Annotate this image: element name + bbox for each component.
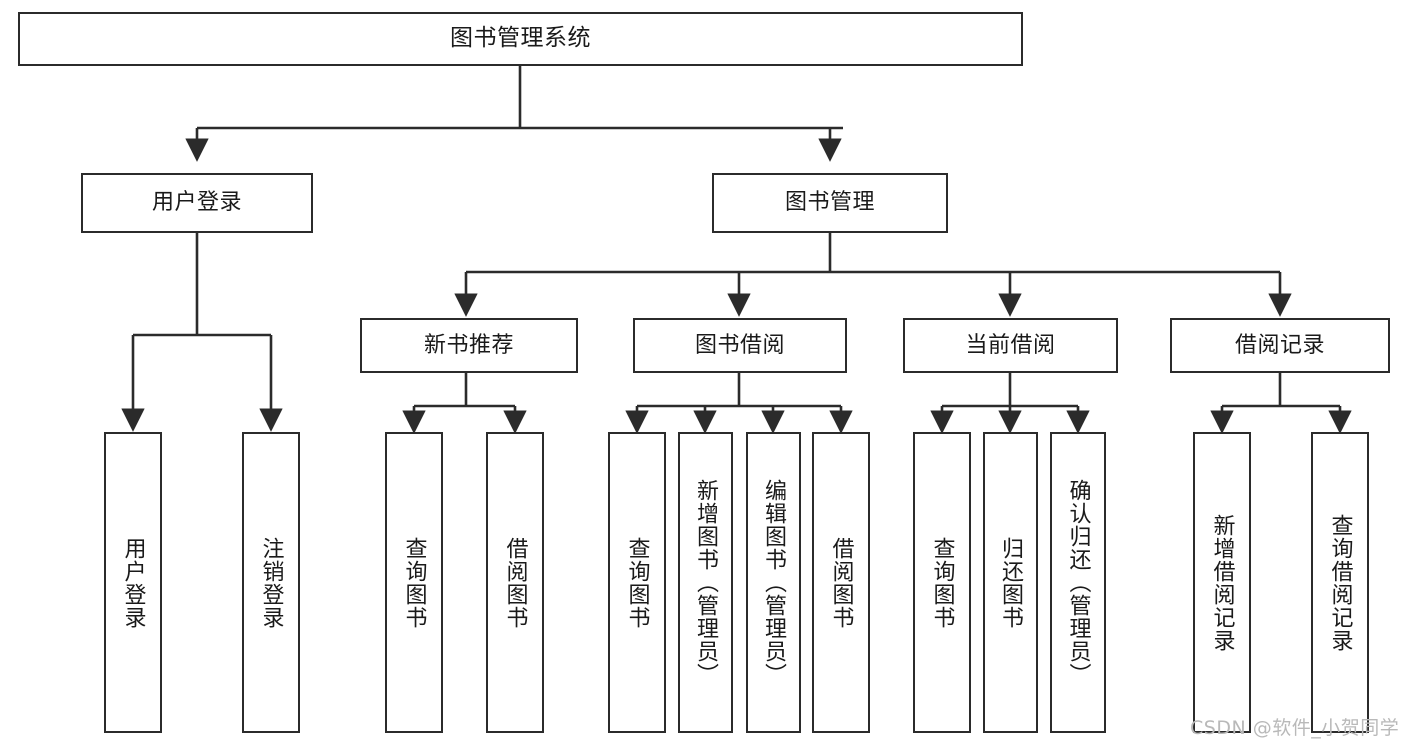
node-label: 编辑图书（管理员） <box>761 479 787 686</box>
node-book-borrow[interactable]: 图书借阅 <box>633 318 847 373</box>
leaf-query-book-recommend[interactable]: 查询图书 <box>385 432 443 733</box>
node-current-borrow[interactable]: 当前借阅 <box>903 318 1118 373</box>
node-root-system[interactable]: 图书管理系统 <box>18 12 1023 66</box>
node-label: 查询图书 <box>401 536 427 629</box>
leaf-add-book-admin[interactable]: 新增图书（管理员） <box>678 432 733 733</box>
node-label: 用户登录 <box>120 536 146 629</box>
node-label: 新书推荐 <box>423 332 514 358</box>
node-label: 借阅图书 <box>828 536 854 629</box>
node-label: 新增图书（管理员） <box>693 479 719 686</box>
node-label: 图书管理系统 <box>450 25 591 52</box>
node-label: 确认归还（管理员） <box>1065 479 1091 686</box>
leaf-logout[interactable]: 注销登录 <box>242 432 300 733</box>
node-label: 归还图书 <box>998 536 1024 629</box>
node-book-management[interactable]: 图书管理 <box>712 173 948 233</box>
leaf-borrow-book[interactable]: 借阅图书 <box>812 432 870 733</box>
node-label: 图书借阅 <box>694 332 785 358</box>
node-borrow-record[interactable]: 借阅记录 <box>1170 318 1390 373</box>
leaf-edit-book-admin[interactable]: 编辑图书（管理员） <box>746 432 801 733</box>
node-label: 注销登录 <box>258 536 284 629</box>
node-user-login[interactable]: 用户登录 <box>81 173 313 233</box>
node-label: 查询借阅记录 <box>1327 513 1353 652</box>
leaf-add-borrow-record[interactable]: 新增借阅记录 <box>1193 432 1251 733</box>
watermark: CSDN @软件_小贺同学 <box>1190 717 1400 739</box>
leaf-query-book-borrow[interactable]: 查询图书 <box>608 432 666 733</box>
leaf-query-book-current[interactable]: 查询图书 <box>913 432 971 733</box>
node-label: 图书管理 <box>784 190 875 216</box>
leaf-user-login[interactable]: 用户登录 <box>104 432 162 733</box>
node-label: 查询图书 <box>624 536 650 629</box>
node-label: 借阅图书 <box>502 536 528 629</box>
node-label: 用户登录 <box>151 190 242 216</box>
leaf-borrow-book-recommend[interactable]: 借阅图书 <box>486 432 544 733</box>
node-label: 当前借阅 <box>965 332 1056 358</box>
leaf-query-borrow-record[interactable]: 查询借阅记录 <box>1311 432 1369 733</box>
leaf-return-book[interactable]: 归还图书 <box>983 432 1038 733</box>
node-label: 查询图书 <box>929 536 955 629</box>
leaf-confirm-return-admin[interactable]: 确认归还（管理员） <box>1050 432 1106 733</box>
node-new-book-recommend[interactable]: 新书推荐 <box>360 318 578 373</box>
node-label: 借阅记录 <box>1234 332 1325 358</box>
node-label: 新增借阅记录 <box>1209 513 1235 652</box>
